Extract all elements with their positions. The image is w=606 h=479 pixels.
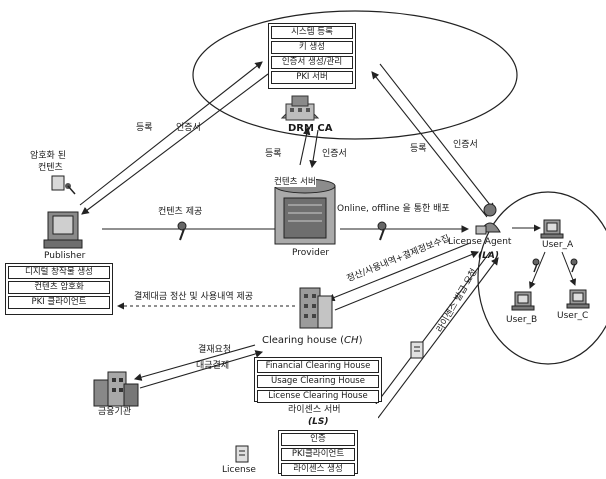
user-b-label: User_B [506,316,537,325]
license-document-label: License [222,466,256,475]
license-agent-abbr: (LA) [478,252,499,261]
key-icon-user-c [571,259,577,272]
key-icon-content-provide [178,222,186,240]
financial-institution-building-icon [94,372,138,406]
arrow-usage-payment [328,243,470,300]
user-group-circle [478,192,606,364]
drm-ca-building-icon [282,96,318,120]
clearing-house-name: Clearing house [262,335,337,346]
license-server-label: 라이센스 서버 [288,406,341,415]
license-server-abbr: (LS) [308,418,328,427]
clearing-house-function-3: License Clearing House [257,390,379,403]
clearing-house-function-box: Financial Clearing House Usage Clearing … [254,357,382,402]
drm-ca-function-box: 시스템 등록 키 생성 인증서 생성/관리 PKI 서버 [268,23,356,89]
user-c-computer-icon [567,290,589,308]
register-label-left: 등록 [136,124,153,133]
drm-ca-function-2: 키 생성 [271,41,353,54]
encrypted-content-label-2: 컨텐츠 [38,164,63,173]
cert-label-right: 인증서 [453,141,478,150]
clearing-house-abbr: CH [344,335,359,346]
payment-settle-label: 대금결제 [196,362,229,371]
key-icon-distribution [378,222,386,240]
encrypted-content-label-1: 암호화 된 [30,152,66,161]
license-agent-label: License Agent [448,238,511,247]
distribution-label: Online, offline 을 통한 배포 [337,205,450,214]
license-document-icon [236,446,248,462]
license-request-document-icon [411,342,423,358]
clearing-house-building-icon [300,288,332,328]
arrow-ca-cert-publisher [82,74,268,214]
arrow-publisher-register [80,62,262,205]
key-icon-user-b [533,259,539,272]
payment-request-label: 결재요청 [198,346,231,355]
arrow-payment-request [135,345,255,379]
clearing-house-function-2: Usage Clearing House [257,375,379,388]
arrow-ca-cert-provider [312,130,318,167]
settlement-label: 결제대금 정산 및 사용내역 제공 [134,293,253,302]
user-a-label: User_A [542,241,573,250]
register-label-mid: 등록 [265,150,282,159]
user-a-computer-icon [541,220,563,238]
license-server-function-2: PKI클라이언트 [281,448,355,461]
publisher-label: Publisher [44,252,85,261]
encrypted-content-icon [52,176,75,194]
cert-label-left: 인증서 [176,124,201,133]
financial-institution-label: 금융기관 [98,408,131,417]
publisher-function-box: 디지털 창작물 생성 컨텐츠 암호화 PKI 클라이언트 [5,263,113,315]
license-server-function-3: 라이센스 생성 [281,463,355,476]
user-b-computer-icon [512,292,534,310]
clearing-house-function-1: Financial Clearing House [257,360,379,373]
provider-label: Provider [292,249,329,258]
content-server-label: 컨텐츠 서버 [274,178,316,187]
drm-ca-function-3: 인증서 생성/관리 [271,56,353,69]
publisher-function-1: 디지털 창작물 생성 [8,266,110,279]
drm-ca-label: DRM CA [288,124,333,134]
user-c-label: User_C [557,312,588,321]
license-server-function-box: 인증 PKI클라이언트 라이센스 생성 [278,430,358,474]
drm-ca-function-4: PKI 서버 [271,71,353,84]
publisher-function-2: 컨텐츠 암호화 [8,281,110,294]
license-server-box: 라이센스 서버 (LS) 인증 PKI클라이언트 라이센스 생성 [258,404,378,472]
provider-server-icon [275,179,335,244]
license-server-function-1: 인증 [281,433,355,446]
publisher-function-3: PKI 클라이언트 [8,296,110,309]
content-provide-label: 컨텐츠 제공 [158,208,202,217]
clearing-house-label: Clearing house (CH) [262,336,362,346]
arrow-license-issue [378,258,498,418]
register-label-right: 등록 [410,145,427,154]
cert-label-mid: 인증서 [322,150,347,159]
publisher-computer-icon [44,212,82,248]
drm-ca-function-1: 시스템 등록 [271,26,353,39]
arrow-user-a-user-b [530,252,545,288]
